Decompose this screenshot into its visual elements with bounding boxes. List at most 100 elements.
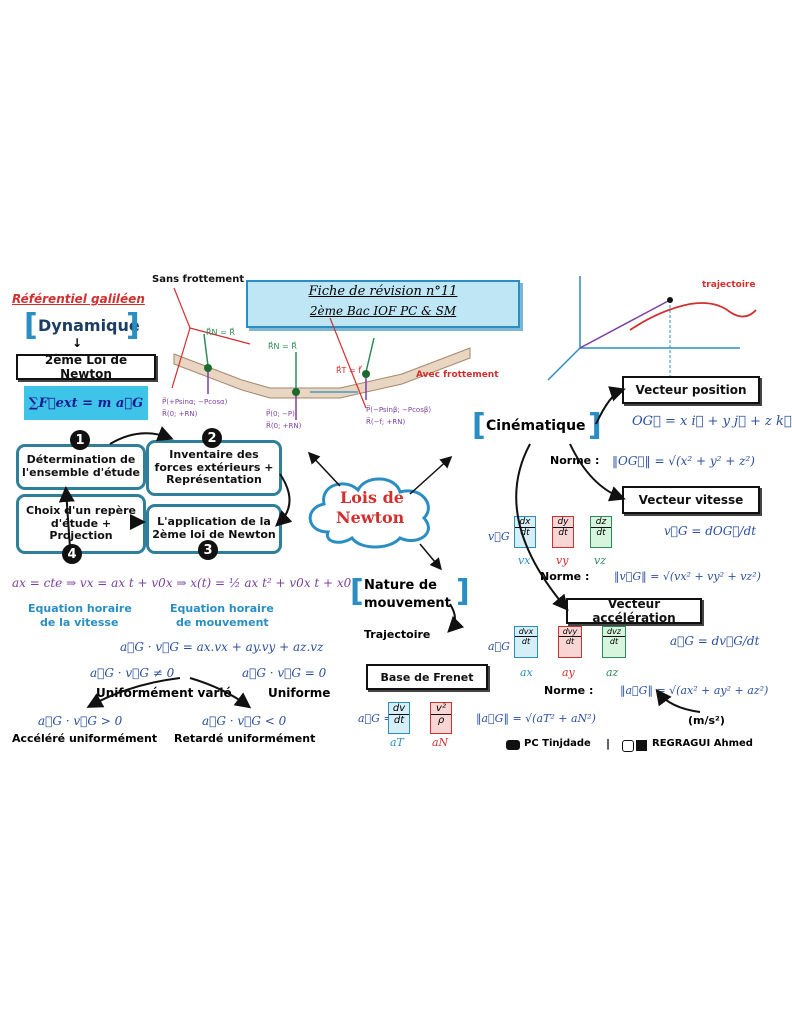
step-3-number: 3 [198,540,218,560]
step-1-box: Détermination de l'ensemble d'étude [16,444,146,490]
author-name: REGRAGUI Ahmed [652,738,753,749]
nature-title-line1: Nature de [364,578,437,593]
frenet-box: Base de Frenet [366,664,488,690]
dt-text: dt [559,636,581,646]
cine-bracket-left-icon: [ [472,408,486,443]
footer-separator: | [606,737,611,750]
dot-product-equation: a⃗G · v⃗G = ax.vx + ay.vy + az.vz [120,640,324,654]
horaire-mouvement-line2: de mouvement [176,616,269,629]
vitesse-norme-label: Norme : [540,570,590,583]
cine-bracket-right-icon: ] [588,408,602,443]
dt-text: dt [553,527,573,538]
dvz-text: dvz [606,627,621,636]
vitesse-formula: v⃗G = dOG⃗/dt [664,524,757,538]
step-2-number: 2 [202,428,222,448]
r-components-mid: R⃗(0; +RN) [266,422,302,430]
az-label: az [606,666,619,679]
newton-formula: ∑F⃗ext = m a⃗G [24,386,148,420]
frenet-aN: aN [432,736,449,749]
arrow-down-icon: ↓ [72,336,83,350]
p-components-left: P⃗(+Psinα; −Pcosα) [162,398,228,406]
center-title-line2: Newton [336,508,405,527]
referentiel-label: Référentiel galiléen [12,292,145,306]
r-components-left: R⃗(0; +RN) [162,410,198,418]
horaire-equation: ax = cte ⇒ vx = ax t + v0x ⇒ x(t) = ½ ax… [12,576,352,590]
youtube-icon [506,740,520,750]
trajectoire-item: Trajectoire [364,628,431,641]
center-title-line1: Lois de [340,488,404,507]
r-components-right: R⃗(−f; +RN) [366,418,406,426]
vz-label: vz [594,554,607,567]
avec-frottement-label: Avec frottement [416,370,499,380]
nature-title-line2: mouvement [364,596,451,611]
dt-text: dt [603,636,625,646]
acceleration-norme-label: Norme : [544,684,594,697]
step-3-box: L'application de la 2ème loi de Newton [146,504,282,554]
position-title: Vecteur position [622,376,760,404]
acceleration-title: Vecteur accélération [566,597,702,625]
center-cloud-shape [308,477,430,549]
acceleration-formula: a⃗G = dv⃗G/dt [670,634,760,648]
vitesse-title: Vecteur vitesse [622,486,760,514]
fiche-title: Fiche de révision n°11 [308,284,458,299]
cinematique-title: Cinématique [486,418,586,434]
horaire-vitesse-line2: de la vitesse [40,616,119,629]
connector-arrows [58,386,701,713]
vitesse-lhs: v⃗G = [488,530,523,543]
dot-product-nonzero: a⃗G · v⃗G ≠ 0 [90,666,175,680]
p-components-mid: P⃗(0; −P) [266,410,295,418]
frenet-norm: ‖a⃗G‖ = √(aT² + aN²) [476,712,596,725]
dx-text: dx [519,517,531,527]
trajectory-axes-diagram [547,276,757,381]
dot-product-negative: a⃗G · v⃗G < 0 [202,714,287,728]
accelere-label: Accéléré uniformément [12,732,158,745]
bracket-left-icon: [ [24,308,38,343]
dot-product-zero: a⃗G · v⃗G = 0 [242,666,327,680]
sans-frottement-label: Sans frottement [152,274,245,285]
dz-text: dz [595,517,607,527]
frenet-aT: aT [390,736,404,749]
dvx-text: dvx [518,627,534,636]
dt-text: dt [515,527,535,538]
uniforme-label: Uniforme [268,686,331,700]
vx-label: vx [518,554,531,567]
youtube-channel: PC Tinjdade [524,738,591,749]
rn-eq-r-mid: R⃗N = R⃗ [268,342,297,351]
frenet-aG-lhs: a⃗G = [358,712,393,725]
facebook-icon [636,740,647,751]
vitesse-norm: ‖v⃗G‖ = √(vx² + vy² + vz²) [614,570,761,583]
p-components-right: P⃗(−Psinβ; −Pcosβ) [366,406,432,414]
position-norme-label: Norme : [550,454,600,467]
position-norm: ‖OG⃗‖ = √(x² + y² + z²) [612,454,755,468]
dvy-text: dvy [562,627,578,636]
dt-text: dt [515,636,537,646]
dy-text: dy [557,517,569,527]
vy-label: vy [556,554,569,567]
bracket-right-icon: ] [126,308,140,343]
revision-sheet: Référentiel galiléen Sans frottement [ D… [10,268,792,760]
inclined-plane-diagram [171,287,471,420]
ax-label: ax [520,666,533,679]
step-4-box: Choix d'un repère d'étude + Projection [16,494,146,554]
frenet-dv: dv [392,703,406,714]
instagram-icon [622,740,634,752]
rt-eq-f: R⃗T = f⃗ [336,366,362,375]
dynamique-title: Dynamique [38,316,140,335]
fiche-header: Fiche de révision n°11 2ème Bac IOF PC &… [246,280,520,328]
step-4-number: 4 [62,544,82,564]
dt-text: dt [591,527,611,538]
frenet-dt: dt [389,714,409,726]
fiche-subtitle: 2ème Bac IOF PC & SM [309,304,457,318]
dot-product-positive: a⃗G · v⃗G > 0 [38,714,123,728]
horaire-vitesse-line1: Equation horaire [28,602,132,615]
frenet-rho: ρ [431,714,451,726]
step-2-box: Inventaire des forces extérieurs + Repré… [146,440,282,496]
nature-bracket-left-icon: [ [350,574,364,609]
newton-law-box: 2ème Loi de Newton [16,353,156,381]
frenet-v2: v² [436,703,446,714]
